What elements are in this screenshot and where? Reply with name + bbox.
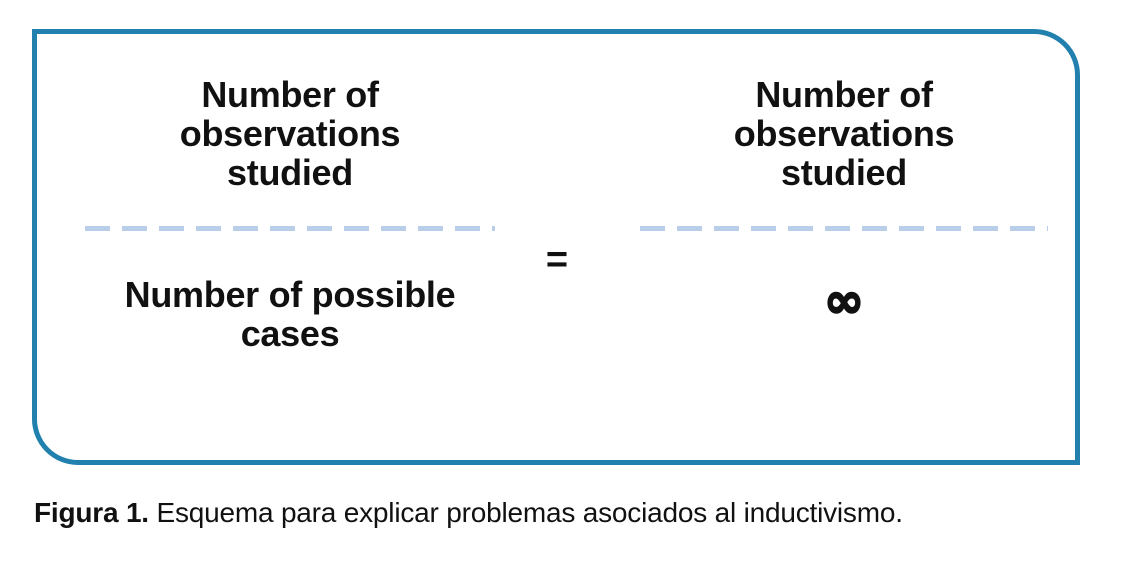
equals-sign: = [545,239,569,281]
infinity-symbol: ∞ [823,273,865,329]
fraction-left-divider-dashed-line [85,226,495,231]
fraction-left-denominator: Number of possible cases [124,274,456,354]
fraction-right: Number of observations studied ∞ [640,74,1048,329]
diagram-box: Number of observations studied Number of… [32,29,1080,465]
fraction-right-numerator: Number of observations studied [733,74,955,193]
figure-caption: Figura 1. Esquema para explicar problema… [34,496,903,530]
fraction-left: Number of observations studied Number of… [85,75,495,353]
figure-caption-text: Esquema para explicar problemas asociado… [148,497,903,528]
fraction-right-divider-dashed-line [640,226,1048,231]
fraction-left-numerator: Number of observations studied [179,74,401,193]
figure-caption-label: Figura 1. [34,497,149,528]
